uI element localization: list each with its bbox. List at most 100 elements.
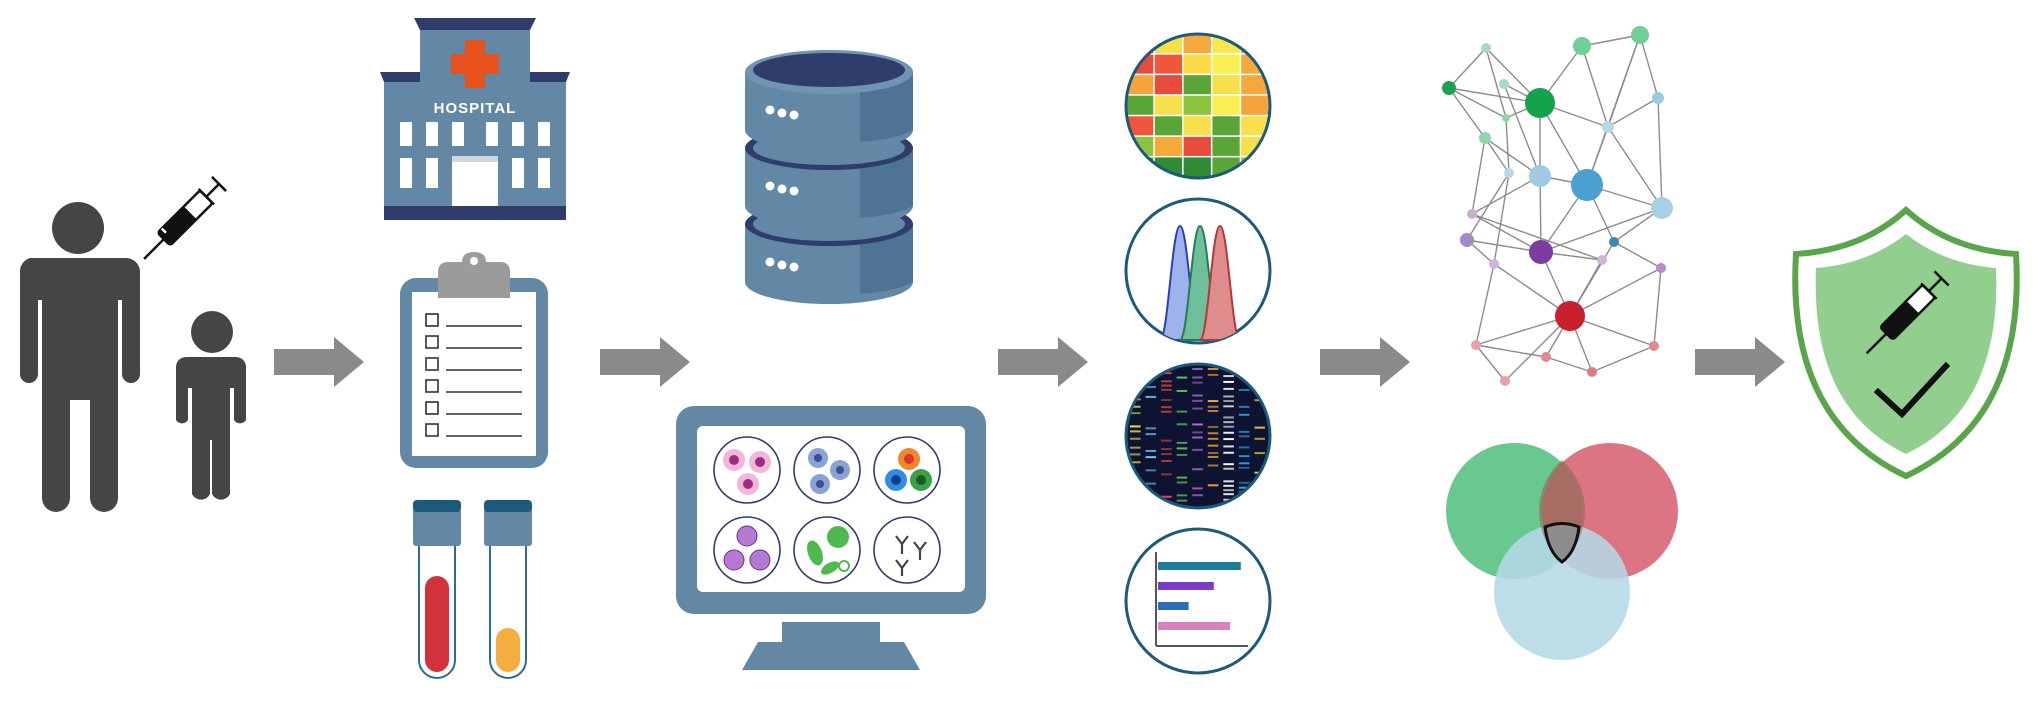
gel-band: [1207, 484, 1219, 487]
checklist: [425, 313, 522, 437]
gel-band: [1176, 410, 1188, 413]
gel-band: [1192, 487, 1203, 490]
network-edge: [1607, 97, 1659, 128]
network-node: [1656, 263, 1666, 273]
gel-band: [1161, 388, 1172, 391]
network-node: [1652, 92, 1664, 104]
network-edge: [1607, 126, 1663, 209]
peaks-panel: [1124, 197, 1272, 345]
heatmap-panel: [1124, 32, 1272, 180]
network-edge: [1448, 87, 1486, 139]
network-node: [1467, 209, 1477, 219]
venn-diagram-icon: [1446, 443, 1678, 660]
gel-band: [1238, 466, 1250, 469]
gel-band: [1161, 399, 1172, 402]
antibody-icon: [895, 535, 927, 576]
protection-shield-icon: [1792, 205, 2020, 480]
heatmap-cell: [1126, 95, 1154, 115]
gel-band: [1223, 416, 1234, 419]
gel-band: [1223, 463, 1234, 466]
gel-band: [1176, 481, 1188, 484]
network-edge: [1484, 137, 1510, 174]
gel-band: [1223, 421, 1234, 424]
heatmap-cell: [1154, 95, 1183, 115]
gel-band: [1130, 386, 1141, 389]
gel-band: [1223, 395, 1234, 398]
gel-band: [1223, 405, 1234, 408]
gel-band: [1238, 368, 1250, 370]
gel-band: [1130, 490, 1141, 493]
gel-band: [1176, 447, 1188, 450]
gel-band: [1238, 486, 1250, 489]
lymphocyte-cells-icon: [808, 448, 850, 494]
database-icon: [745, 50, 913, 304]
network-edge: [1466, 172, 1510, 241]
network-edge: [1591, 345, 1655, 373]
hospital-windows: [400, 122, 550, 206]
network-node: [1649, 341, 1659, 351]
gel-band: [1161, 452, 1172, 455]
network-edge: [1653, 267, 1662, 347]
gel-band: [1130, 372, 1141, 375]
child-figure: [176, 311, 246, 500]
gel-band: [1207, 432, 1219, 435]
bar-mark: [1158, 602, 1189, 610]
gel-band: [1192, 376, 1203, 379]
network-edge: [1504, 315, 1571, 382]
network-edge: [1639, 34, 1659, 99]
network-node: [1571, 169, 1603, 201]
gel-band: [1223, 400, 1234, 403]
gel-band: [1145, 456, 1157, 459]
gel-band: [1223, 387, 1234, 390]
heatmap-cell: [1126, 116, 1154, 136]
gel-band: [1176, 441, 1188, 444]
gel-band: [1238, 446, 1250, 449]
network-node: [1460, 233, 1474, 247]
network-node: [1500, 376, 1510, 386]
heatmap-cell: [1126, 34, 1154, 54]
network-node: [1597, 255, 1607, 265]
network-edge: [1466, 239, 1542, 253]
network-edge: [1448, 47, 1487, 89]
gel-band: [1207, 437, 1219, 440]
gel-band: [1192, 394, 1203, 397]
gel-band: [1145, 449, 1157, 452]
gel-band: [1130, 453, 1141, 456]
checkmark-icon: [1873, 361, 1951, 419]
network-node: [1651, 197, 1673, 219]
gel-band: [1161, 448, 1172, 451]
hospital-sign: HOSPITAL: [434, 100, 517, 117]
macrophage-cells-icon: [723, 525, 771, 571]
gel-band: [1161, 384, 1172, 387]
network-node: [1529, 240, 1553, 264]
gel-band: [1223, 445, 1234, 448]
network-node: [1479, 132, 1491, 144]
hospital-icon: HOSPITAL: [380, 18, 570, 220]
network-node: [1471, 340, 1481, 350]
gel-band: [1254, 368, 1265, 370]
gel-band: [1192, 431, 1203, 434]
network-edge: [1493, 263, 1571, 317]
gel-band: [1176, 494, 1188, 497]
network-node: [1631, 26, 1649, 44]
gel-band: [1207, 444, 1219, 447]
heatmap-cell: [1183, 54, 1211, 74]
network-node: [1504, 168, 1514, 178]
serum-tube-icon: [484, 500, 532, 679]
gel-band: [1223, 438, 1234, 441]
network-edge: [1613, 241, 1662, 269]
network-edge: [1471, 213, 1542, 253]
heatmap-cell: [1241, 136, 1269, 156]
network-node: [1587, 367, 1597, 377]
gel-band: [1176, 476, 1188, 479]
gel-band: [1145, 469, 1157, 472]
network-node: [1499, 79, 1509, 89]
gel-band: [1207, 464, 1219, 467]
heatmap-cell: [1154, 75, 1183, 95]
heatmap-cell: [1241, 116, 1269, 136]
venn-center-region: [1543, 522, 1581, 564]
gel-band: [1176, 389, 1188, 392]
gel-band: [1238, 455, 1250, 458]
heatmap-cell: [1241, 95, 1269, 115]
gel-band: [1238, 481, 1250, 484]
